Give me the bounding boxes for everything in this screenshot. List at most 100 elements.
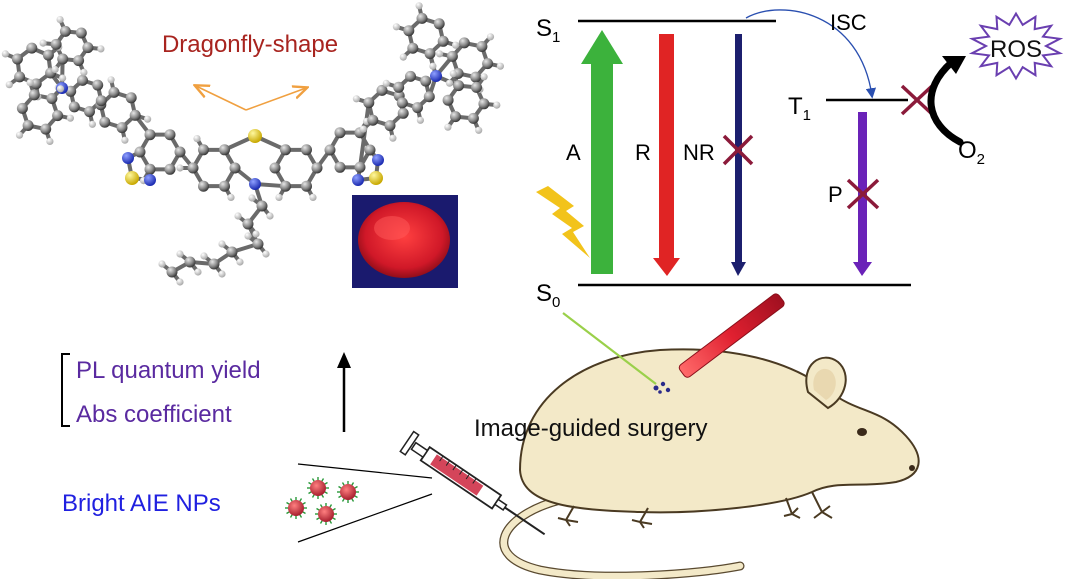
- carbon-atom: [482, 58, 493, 69]
- hydrogen-atom: [400, 54, 407, 61]
- carbon-atom: [51, 39, 62, 50]
- mouse-nose: [909, 465, 915, 471]
- hydrogen-atom: [80, 69, 87, 76]
- carbon-atom: [82, 42, 93, 53]
- hydrogen-atom: [266, 212, 273, 219]
- red-powder-photo: [352, 195, 458, 288]
- carbon-atom: [92, 80, 103, 91]
- hydrogen-atom: [57, 16, 64, 23]
- carbon-atom: [470, 72, 481, 83]
- hydrogen-atom: [97, 45, 104, 52]
- sulfur-atom: [369, 171, 383, 185]
- hydrogen-atom: [67, 115, 74, 122]
- carbon-atom: [365, 145, 376, 156]
- dragonfly-wing-arrows: [196, 86, 306, 110]
- hydrogen-atom: [393, 23, 400, 30]
- carbon-atom: [29, 89, 40, 100]
- carbon-atom: [280, 181, 291, 192]
- pl-quantum-yield-label: PL quantum yield: [76, 357, 261, 384]
- hydrogen-atom: [248, 194, 255, 201]
- hydrogen-atom: [6, 81, 13, 88]
- carbon-atom: [76, 28, 87, 39]
- hydrogen-atom: [227, 194, 234, 201]
- carbon-atom: [301, 144, 312, 155]
- absorption-label: A: [566, 140, 581, 165]
- hydrogen-atom: [236, 258, 243, 265]
- hydrogen-atom: [262, 250, 269, 257]
- hydrogen-atom: [176, 250, 183, 257]
- carbon-atom: [109, 87, 120, 98]
- carbon-atom: [23, 120, 34, 131]
- nitrogen-atom: [122, 152, 134, 164]
- carbon-atom: [425, 48, 436, 59]
- hydrogen-atom: [218, 270, 225, 277]
- carbon-atom: [403, 25, 414, 36]
- nitrogen-atom: [352, 174, 364, 186]
- carbon-atom: [363, 97, 374, 108]
- hydrogen-atom: [416, 2, 423, 9]
- carbon-atom: [335, 127, 346, 138]
- carbon-atom: [46, 93, 57, 104]
- carbon-atom: [188, 163, 199, 174]
- s0-label: S0: [536, 280, 560, 311]
- carbon-atom: [165, 164, 176, 175]
- hydrogen-atom: [144, 116, 151, 123]
- oxygen-to-ros-arrow: [931, 62, 960, 142]
- s1-label: S1: [536, 15, 560, 46]
- hydrogen-atom: [383, 80, 390, 87]
- carbon-atom: [243, 219, 254, 230]
- carbon-atom: [17, 103, 28, 114]
- carbon-atom: [393, 82, 404, 93]
- carbon-atom: [84, 106, 95, 117]
- t1-label: T1: [788, 93, 811, 124]
- carbon-atom: [198, 144, 209, 155]
- mouse-front-foot: [784, 498, 800, 518]
- hydrogen-atom: [493, 102, 500, 109]
- carbon-atom: [145, 129, 156, 140]
- aie-nanoparticle-icon: [307, 477, 329, 499]
- oxygen-label: O2: [958, 137, 985, 168]
- hydrogen-atom: [497, 63, 504, 70]
- carbon-atom: [397, 97, 408, 108]
- mouse-illustration: [504, 349, 919, 576]
- hydrogen-atom: [234, 212, 241, 219]
- carbon-atom: [209, 259, 220, 270]
- carbon-atom: [407, 43, 418, 54]
- hydrogen-atom: [46, 138, 53, 145]
- nanoparticle-cone: [298, 464, 432, 542]
- carbon-atom: [443, 95, 454, 106]
- hydrogen-atom: [59, 75, 66, 82]
- hydrogen-atom: [353, 95, 360, 102]
- nitrogen-atom: [249, 178, 261, 190]
- hydrogen-atom: [360, 126, 367, 133]
- hydrogen-atom: [244, 232, 251, 239]
- nitrogen-atom: [372, 154, 384, 166]
- carbon-atom: [12, 54, 23, 65]
- hydrogen-atom: [446, 80, 453, 87]
- carbon-atom: [130, 110, 141, 121]
- carbon-atom: [270, 163, 281, 174]
- carbon-atom: [145, 164, 156, 175]
- properties-bracket: [62, 354, 70, 426]
- carbon-atom: [417, 13, 428, 24]
- carbon-atom: [219, 144, 230, 155]
- jablonski-diagram: S1 S0 T1 ISC A R NR: [536, 10, 1060, 311]
- carbon-atom: [126, 92, 137, 103]
- carbon-atom: [459, 37, 470, 48]
- radiative-emission-arrow: [653, 34, 680, 276]
- hydrogen-atom: [27, 79, 34, 86]
- hydrogen-atom: [450, 70, 457, 77]
- carbon-atom: [450, 111, 461, 122]
- sulfur-atom: [248, 129, 262, 143]
- aie-nanoparticle-icon: [315, 503, 337, 525]
- sulfur-atom: [125, 171, 139, 185]
- carbon-atom: [412, 102, 423, 113]
- carbon-atom: [478, 98, 489, 109]
- hydrogen-atom: [417, 117, 424, 124]
- carbon-atom: [185, 257, 196, 268]
- carbon-atom: [52, 110, 63, 121]
- hydrogen-atom: [309, 194, 316, 201]
- phosphorescence-label: P: [828, 182, 843, 207]
